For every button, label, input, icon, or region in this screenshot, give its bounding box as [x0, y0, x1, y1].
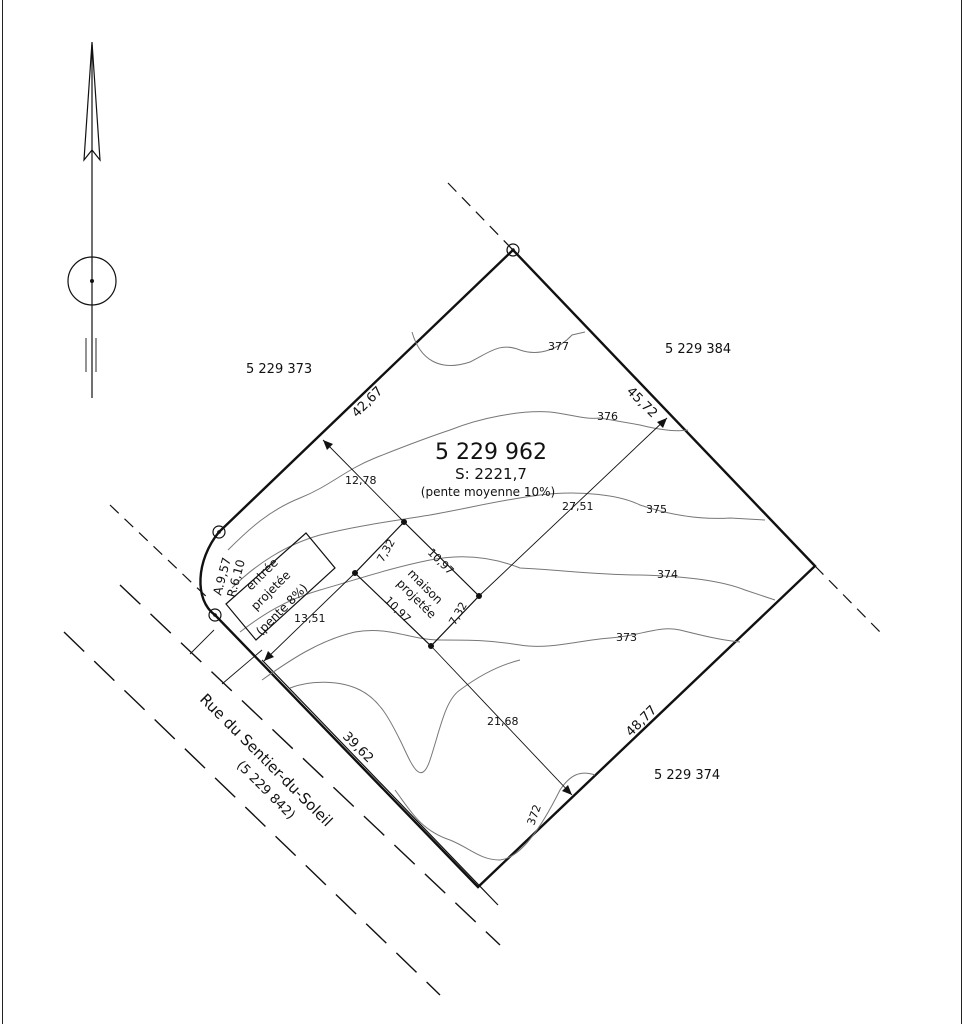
contour-label: 376	[597, 410, 618, 423]
neighbor-lot-west: 5 229 373	[246, 362, 312, 377]
setback-side: 21,68	[487, 715, 519, 728]
neighbor-lot-north-east: 5 229 384	[665, 342, 731, 357]
lot-boundary	[199, 243, 817, 889]
house-depth-right: 7,32	[446, 600, 470, 628]
lot-slope-note: (pente moyenne 10%)	[421, 485, 555, 499]
house-depth-left: 7,32	[374, 537, 398, 565]
contour-lines	[227, 331, 776, 861]
neighbor-lot-south-east: 5 229 374	[654, 768, 720, 783]
lot-number: 5 229 962	[435, 440, 547, 465]
setback-rear: 27,51	[562, 500, 594, 513]
house-width-top: 10,97	[425, 546, 456, 577]
right-frame-line	[961, 0, 962, 1024]
contour-label: 375	[646, 503, 667, 516]
setback-front-right: 13,51	[294, 612, 326, 625]
proposed-driveway	[225, 532, 336, 641]
left-frame-line	[2, 0, 3, 1024]
contour-label: 374	[657, 568, 678, 581]
dimension-lines	[263, 417, 668, 796]
extension-lines	[447, 182, 883, 635]
setback-front-left: 12,78	[345, 474, 377, 487]
lot-area: S: 2221,7	[455, 465, 527, 483]
dimension-ne-side: 45,72	[623, 384, 660, 421]
street-name: Rue du Sentier-du-Soleil	[196, 690, 336, 830]
contour-label: 373	[616, 631, 637, 644]
north-arrow-icon	[67, 41, 117, 398]
contour-label: 377	[548, 340, 569, 353]
dimension-se-side: 48,77	[623, 703, 660, 740]
